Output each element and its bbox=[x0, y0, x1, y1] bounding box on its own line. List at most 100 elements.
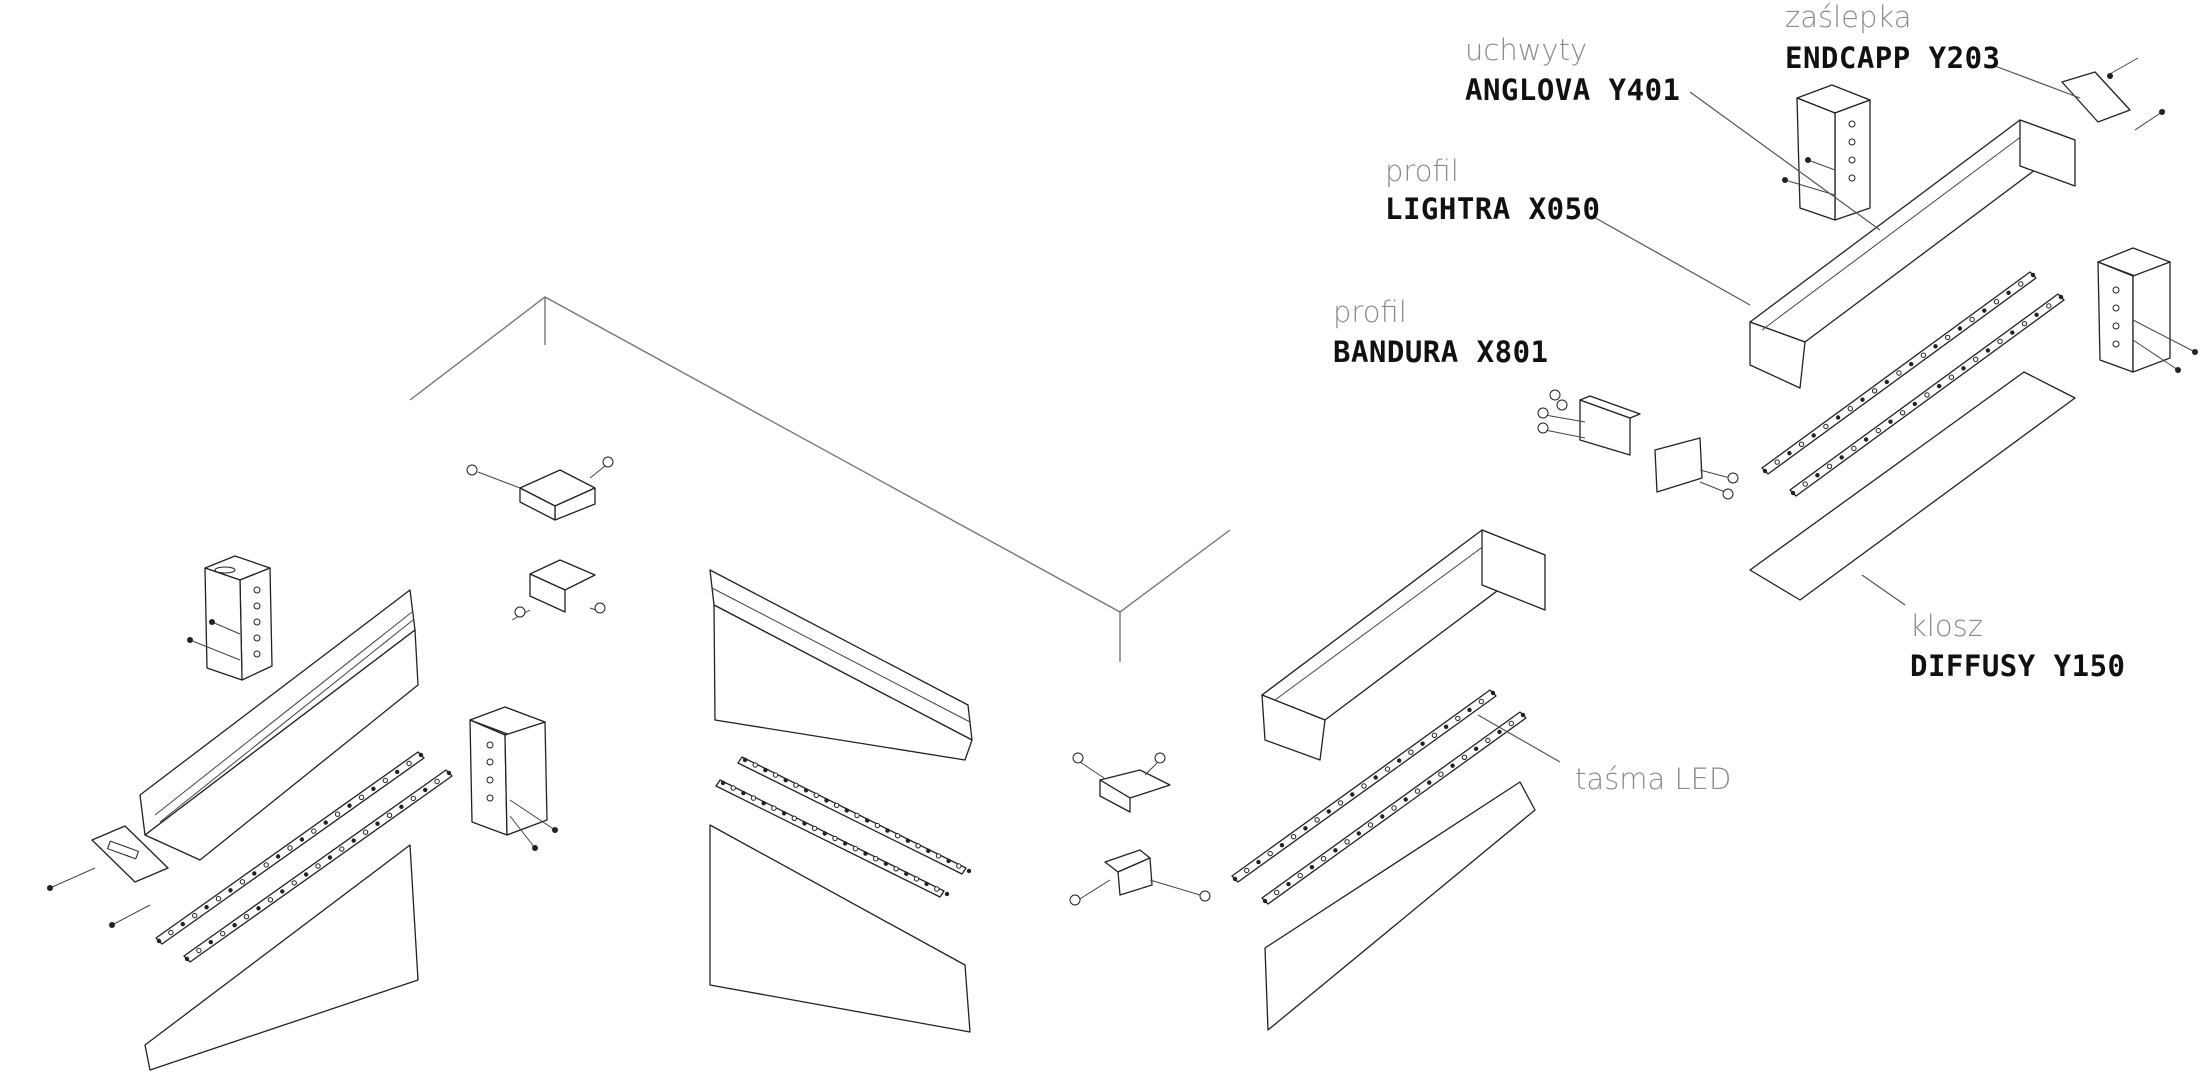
led-chip bbox=[1320, 856, 1327, 862]
led-chip bbox=[1787, 451, 1792, 456]
led-chip bbox=[1839, 455, 1844, 460]
led-chip bbox=[1380, 814, 1385, 819]
led-chip bbox=[1279, 843, 1285, 848]
left-profile bbox=[139, 589, 419, 861]
led-chip bbox=[813, 792, 819, 798]
label-zaslepka-part: ENDCAPP Y203 bbox=[1785, 41, 2001, 75]
led-chip bbox=[1823, 423, 1829, 430]
led-chip bbox=[895, 833, 901, 839]
led-chip-marks bbox=[720, 780, 950, 897]
led-chip bbox=[802, 821, 807, 826]
left-bracket-bottom bbox=[469, 706, 558, 851]
led-chip bbox=[913, 876, 920, 882]
led-chip-marks bbox=[1762, 272, 2036, 474]
corner-connector-right-lower bbox=[1069, 849, 1211, 906]
label-klosz-category: klosz bbox=[1910, 609, 1983, 643]
led-chip bbox=[730, 785, 736, 791]
led-chip-marks bbox=[1232, 690, 1496, 882]
led-chip bbox=[208, 939, 213, 945]
led-chip bbox=[406, 760, 412, 767]
led-chip bbox=[1256, 859, 1261, 865]
led-chip bbox=[1937, 383, 1942, 389]
label-klosz-part: DIFFUSY Y150 bbox=[1910, 649, 2126, 683]
led-chip bbox=[863, 851, 868, 856]
led-chip bbox=[315, 863, 321, 869]
led-chip-marks bbox=[742, 757, 972, 874]
led-chip bbox=[843, 841, 848, 846]
led-chip bbox=[915, 843, 921, 849]
left-bracket-top bbox=[204, 555, 273, 681]
leader-lines bbox=[1477, 65, 2081, 763]
led-chip bbox=[893, 866, 899, 872]
led-chip bbox=[885, 828, 890, 833]
led-chip bbox=[2046, 303, 2052, 309]
led-chip bbox=[287, 845, 293, 851]
led-chip bbox=[1443, 724, 1449, 729]
led-chip bbox=[824, 798, 829, 803]
led-chip bbox=[168, 929, 174, 936]
upper-right-profile bbox=[1749, 119, 2076, 389]
led-chip bbox=[275, 854, 281, 859]
led-chip bbox=[1403, 797, 1408, 802]
led-chip bbox=[1297, 872, 1303, 879]
upper-right-bracket-right bbox=[2097, 247, 2198, 373]
led-chip bbox=[1490, 690, 1496, 696]
led-chip bbox=[924, 881, 929, 887]
led-chip bbox=[1969, 316, 1975, 323]
right-center-profile bbox=[1261, 529, 1546, 761]
led-chip bbox=[1391, 805, 1397, 811]
led-chip bbox=[1461, 754, 1468, 760]
led-chip bbox=[791, 815, 797, 821]
led-chip bbox=[358, 794, 365, 800]
led-chip bbox=[905, 838, 911, 843]
led-chip bbox=[395, 769, 400, 775]
led-chip bbox=[239, 879, 246, 885]
led-chip bbox=[935, 853, 942, 859]
led-chip-marks bbox=[1262, 712, 1526, 904]
led-chip bbox=[1384, 766, 1391, 772]
led-chip bbox=[1961, 366, 1966, 371]
led-chip bbox=[833, 802, 840, 809]
led-chip bbox=[196, 947, 202, 954]
corner-connector-right-upper bbox=[1072, 752, 1171, 813]
led-chip bbox=[1811, 433, 1816, 438]
left-diffuser bbox=[144, 844, 419, 1071]
led-chip bbox=[873, 856, 879, 862]
led-chip bbox=[1945, 334, 1951, 341]
led-chip bbox=[874, 822, 881, 829]
led-chip bbox=[2021, 321, 2028, 327]
led-chip bbox=[434, 778, 440, 785]
led-chip bbox=[1497, 729, 1502, 735]
led-chip bbox=[418, 752, 424, 758]
led-chip bbox=[1314, 817, 1320, 823]
led-chip bbox=[944, 891, 950, 897]
led-chip bbox=[1909, 361, 1914, 367]
led-chip bbox=[803, 788, 809, 793]
led-chip bbox=[1326, 809, 1332, 814]
led-chip bbox=[2006, 290, 2011, 295]
led-chip bbox=[1244, 867, 1250, 874]
led-chip bbox=[793, 782, 799, 788]
led-chip bbox=[742, 757, 748, 763]
led-chip bbox=[1420, 741, 1425, 746]
led-chip bbox=[752, 762, 758, 768]
led-chip bbox=[228, 888, 233, 893]
led-chip bbox=[1860, 397, 1865, 402]
led-chip bbox=[1774, 459, 1780, 465]
led-chip bbox=[1473, 746, 1479, 751]
led-chip bbox=[362, 829, 369, 835]
upper-right-endcap bbox=[2061, 57, 2166, 131]
led-chip bbox=[323, 820, 328, 825]
led-chip bbox=[1997, 338, 2003, 345]
led-chip bbox=[446, 770, 452, 776]
led-chip bbox=[1367, 822, 1374, 828]
led-chip bbox=[1762, 468, 1768, 474]
led-chip bbox=[410, 795, 416, 802]
led-chip bbox=[865, 818, 870, 823]
led-chip bbox=[1337, 800, 1344, 806]
right-center-diffuser bbox=[1264, 781, 1536, 1031]
led-chip bbox=[252, 871, 257, 876]
label-uchwyty-part: ANGLOVA Y401 bbox=[1465, 73, 1681, 107]
led-chip bbox=[1361, 783, 1367, 789]
led-chip bbox=[1232, 876, 1238, 882]
